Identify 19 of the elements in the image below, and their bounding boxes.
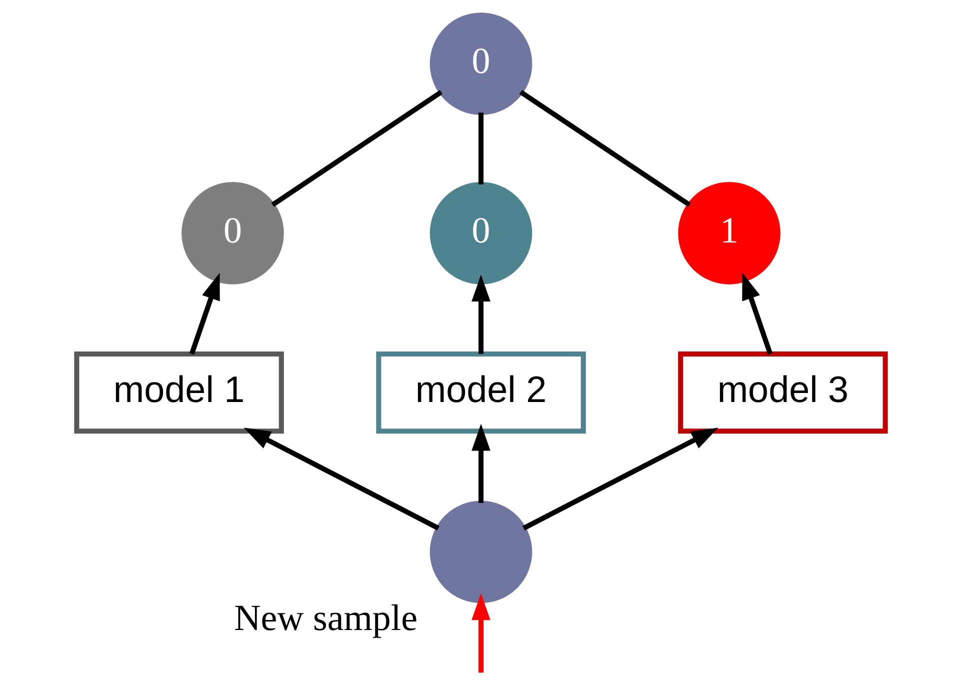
arrow: [522, 428, 718, 530]
connector: [478, 112, 484, 184]
node-box: model 2: [376, 351, 586, 434]
connector: [270, 90, 442, 207]
arrow: [471, 593, 490, 673]
node-box: model 3: [678, 351, 888, 434]
node-circle: 0: [429, 182, 532, 284]
node-box: model 1: [74, 351, 284, 434]
arrow: [243, 428, 440, 530]
arrow: [188, 272, 220, 355]
node-circle: 1: [678, 182, 780, 284]
arrow: [742, 272, 772, 355]
connector: [518, 90, 690, 207]
arrow: [471, 274, 490, 354]
node-circle: [429, 500, 532, 604]
node-circle: 0: [429, 12, 532, 115]
node-circle: 0: [181, 182, 284, 284]
node-label: New sample: [234, 597, 418, 638]
arrow: [471, 424, 490, 503]
